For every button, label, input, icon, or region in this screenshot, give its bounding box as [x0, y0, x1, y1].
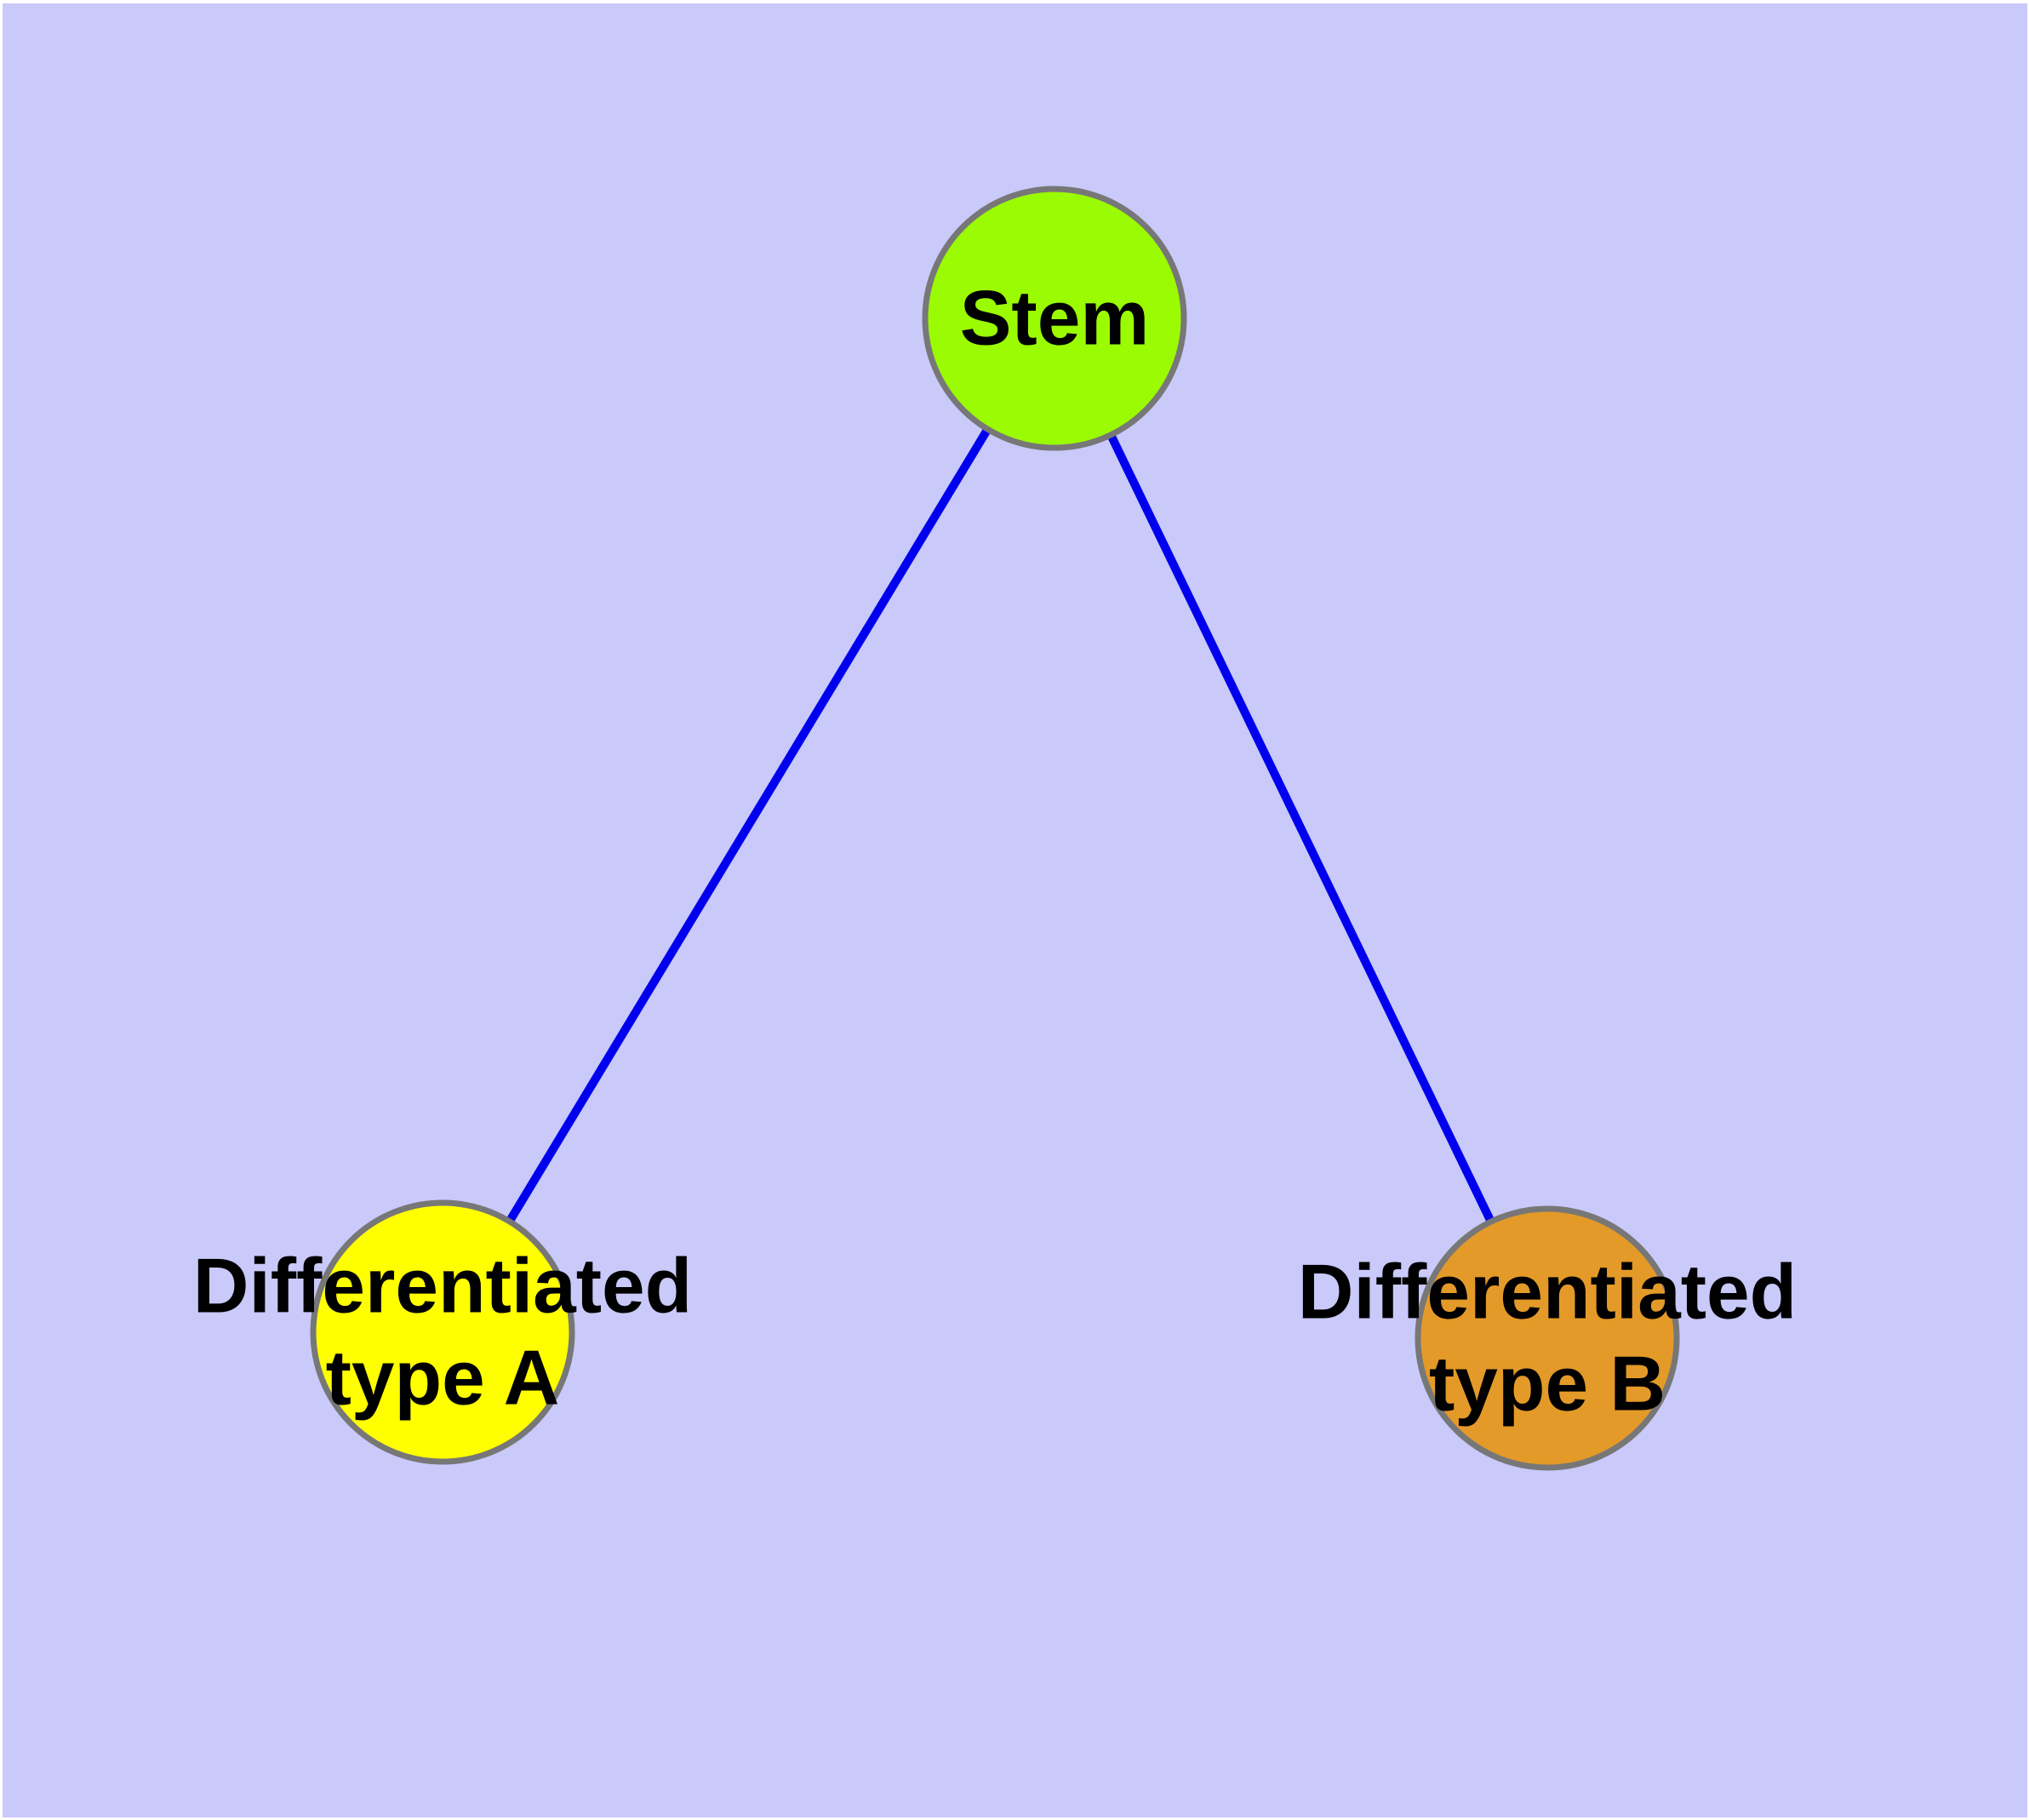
edge-stem-to-type-a	[438, 316, 1059, 1335]
node-differentiated-type-a-circle	[310, 1199, 575, 1465]
node-differentiated-type-b-circle	[1415, 1205, 1680, 1471]
node-differentiated-type-a-label-line-1: Differentiated	[193, 1244, 693, 1330]
node-differentiated-type-b-label-line-2: type B	[1429, 1342, 1666, 1428]
node-stem-circle	[922, 186, 1187, 451]
node-differentiated-type-a-label-line-2: type A	[326, 1336, 560, 1422]
node-differentiated-type-b-label-line-1: Differentiated	[1298, 1250, 1798, 1336]
node-stem-label: Stem	[960, 276, 1150, 362]
node-stem-label-line-1: Stem	[960, 276, 1150, 362]
edge-stem-to-type-b	[1050, 316, 1552, 1341]
